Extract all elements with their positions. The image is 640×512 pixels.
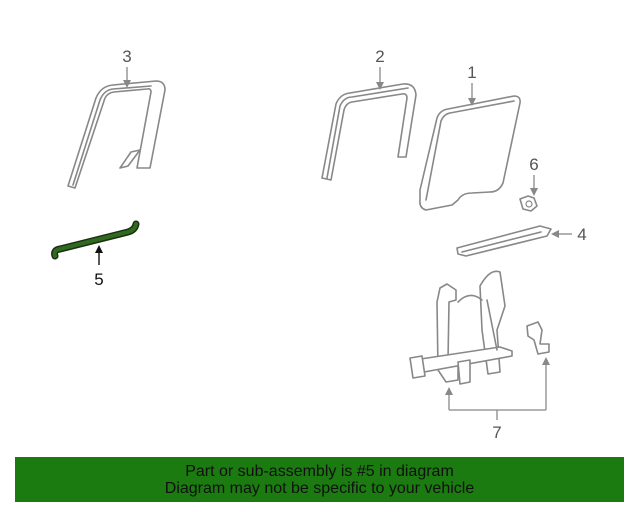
- part-5-weatherstrip[interactable]: [51, 220, 140, 260]
- leader-7-left-arrow: [445, 387, 453, 395]
- part-2-glass-run[interactable]: [321, 83, 417, 181]
- callout-4: 4: [577, 225, 586, 244]
- callout-5: 5: [94, 270, 103, 289]
- leader-3-arrow: [123, 80, 131, 88]
- callout-1: 1: [467, 63, 476, 82]
- part-7-window-regulator[interactable]: [409, 270, 550, 385]
- part-1-door-glass[interactable]: [419, 95, 521, 211]
- callout-7: 7: [492, 423, 501, 442]
- leader-6-arrow: [530, 188, 538, 196]
- banner-line-1: Part or sub-assembly is #5 in diagram: [185, 462, 454, 480]
- part-6-bolt[interactable]: [519, 195, 538, 212]
- leader-4-arrow: [551, 230, 559, 238]
- leader-7-right-arrow: [542, 357, 550, 365]
- info-banner: Part or sub-assembly is #5 in diagram Di…: [15, 457, 624, 502]
- part-4-belt-strip[interactable]: [456, 225, 552, 257]
- callout-6: 6: [529, 155, 538, 174]
- parts-diagram: 3 5 2 1 6 4: [51, 47, 587, 442]
- callout-3: 3: [122, 47, 131, 66]
- leader-2-arrow: [376, 82, 384, 90]
- leader-5-arrow: [95, 245, 103, 253]
- banner-line-2: Diagram may not be specific to your vehi…: [164, 479, 475, 497]
- leader-1-arrow: [468, 98, 476, 106]
- callout-2: 2: [375, 47, 384, 66]
- part-3-run-channel[interactable]: [67, 80, 166, 189]
